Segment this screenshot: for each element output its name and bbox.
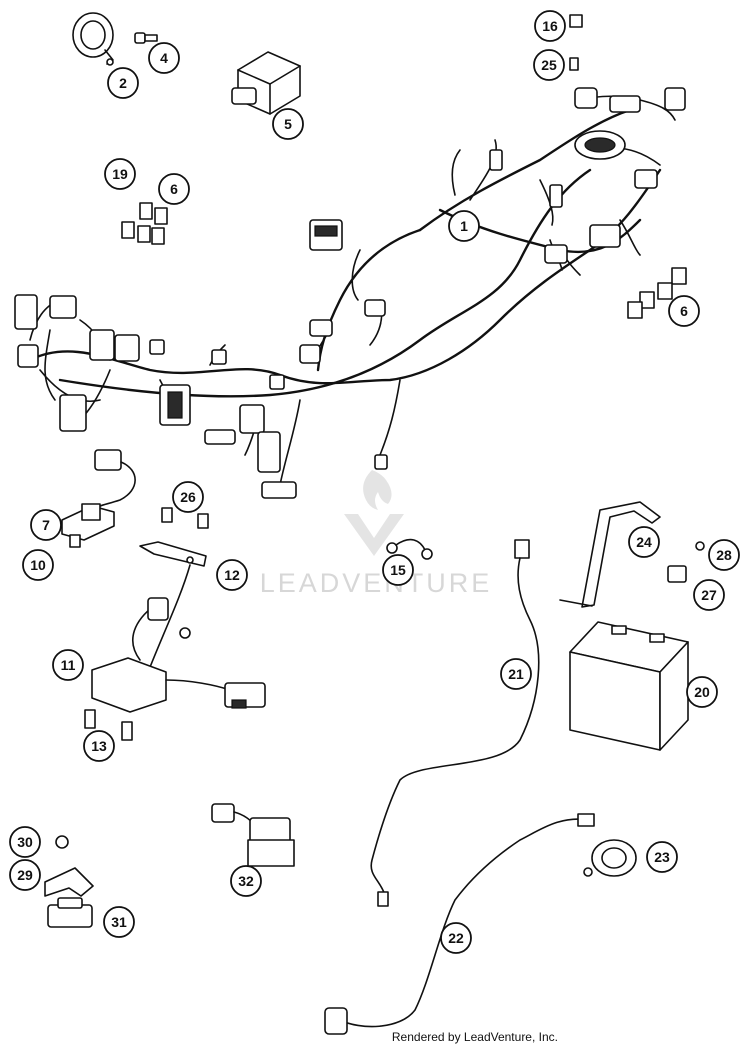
svg-text:32: 32	[238, 873, 254, 889]
callout-1[interactable]: 1	[448, 210, 480, 242]
callout-13[interactable]: 13	[83, 730, 115, 762]
part-4-diagram	[134, 32, 158, 44]
callout-15[interactable]: 15	[382, 554, 414, 586]
callout-21[interactable]: 21	[500, 658, 532, 690]
leadventure-watermark: LEADVENTURE	[260, 470, 493, 598]
part-32-relay-diagram	[211, 803, 295, 867]
callout-10[interactable]: 10	[22, 549, 54, 581]
callout-25[interactable]: 25	[533, 49, 565, 81]
part-29-30-31-diagram	[44, 835, 94, 928]
svg-text:12: 12	[224, 567, 240, 583]
svg-text:6: 6	[170, 181, 178, 197]
svg-text:11: 11	[61, 657, 76, 673]
callout-19[interactable]: 19	[104, 158, 136, 190]
svg-text:22: 22	[448, 930, 464, 946]
part-13-screws-diagram	[84, 709, 133, 741]
part-19-6-fuses-diagram	[121, 202, 168, 245]
svg-text:25: 25	[541, 57, 557, 73]
callout-24[interactable]: 24	[628, 526, 660, 558]
svg-text:13: 13	[91, 738, 107, 754]
svg-text:2: 2	[119, 75, 127, 91]
svg-text:29: 29	[17, 867, 33, 883]
svg-text:20: 20	[694, 684, 710, 700]
callout-7[interactable]: 7	[30, 509, 62, 541]
callout-6-left[interactable]: 6	[158, 173, 190, 205]
callout-16[interactable]: 16	[534, 10, 566, 42]
svg-text:31: 31	[111, 914, 127, 930]
svg-text:28: 28	[716, 547, 732, 563]
render-credit: Rendered by LeadVenture, Inc.	[392, 1030, 558, 1044]
callout-32[interactable]: 32	[230, 865, 262, 897]
callout-22[interactable]: 22	[440, 922, 472, 954]
callout-5[interactable]: 5	[272, 108, 304, 140]
svg-text:23: 23	[654, 849, 670, 865]
callout-2[interactable]: 2	[107, 67, 139, 99]
part-15-cable-diagram	[386, 538, 433, 560]
svg-text:30: 30	[17, 834, 33, 850]
svg-text:10: 10	[30, 557, 46, 573]
part-16-25-diagram	[569, 14, 583, 71]
part-21-cable-diagram	[370, 539, 540, 907]
svg-text:21: 21	[508, 666, 524, 682]
callout-20[interactable]: 20	[686, 676, 718, 708]
callout-30[interactable]: 30	[9, 826, 41, 858]
main-wiring-harness	[14, 87, 686, 499]
callout-6-right[interactable]: 6	[668, 295, 700, 327]
callout-28[interactable]: 28	[708, 539, 740, 571]
callout-12[interactable]: 12	[216, 559, 248, 591]
part-20-battery-diagram	[569, 621, 689, 751]
part-26-screws-diagram	[161, 507, 209, 529]
svg-text:16: 16	[542, 18, 558, 34]
callout-29[interactable]: 29	[9, 859, 41, 891]
callout-27[interactable]: 27	[693, 579, 725, 611]
callout-26[interactable]: 26	[172, 481, 204, 513]
svg-text:7: 7	[42, 517, 50, 533]
watermark-text: LEADVENTURE	[260, 568, 493, 598]
svg-text:5: 5	[284, 116, 292, 132]
svg-text:19: 19	[112, 166, 128, 182]
part-7-sensor-diagram	[61, 449, 136, 548]
part-12-plate-diagram	[139, 541, 207, 567]
callout-11[interactable]: 11	[52, 649, 84, 681]
svg-text:1: 1	[460, 218, 468, 234]
part-24-strap-diagram	[559, 501, 705, 608]
callout-31[interactable]: 31	[103, 906, 135, 938]
svg-text:24: 24	[636, 534, 652, 550]
part-5-diagram	[231, 51, 301, 115]
callout-23[interactable]: 23	[646, 841, 678, 873]
part-22-23-horn-diagram	[324, 813, 637, 1035]
part-11-regulator-diagram	[91, 564, 266, 713]
svg-text:15: 15	[390, 562, 406, 578]
part-2-diagram	[72, 12, 114, 66]
svg-text:6: 6	[680, 303, 688, 319]
svg-text:27: 27	[701, 587, 717, 603]
svg-text:26: 26	[180, 489, 196, 505]
callout-4[interactable]: 4	[148, 42, 180, 74]
part-6-fuses-diagram	[627, 267, 687, 319]
svg-text:4: 4	[160, 50, 168, 66]
